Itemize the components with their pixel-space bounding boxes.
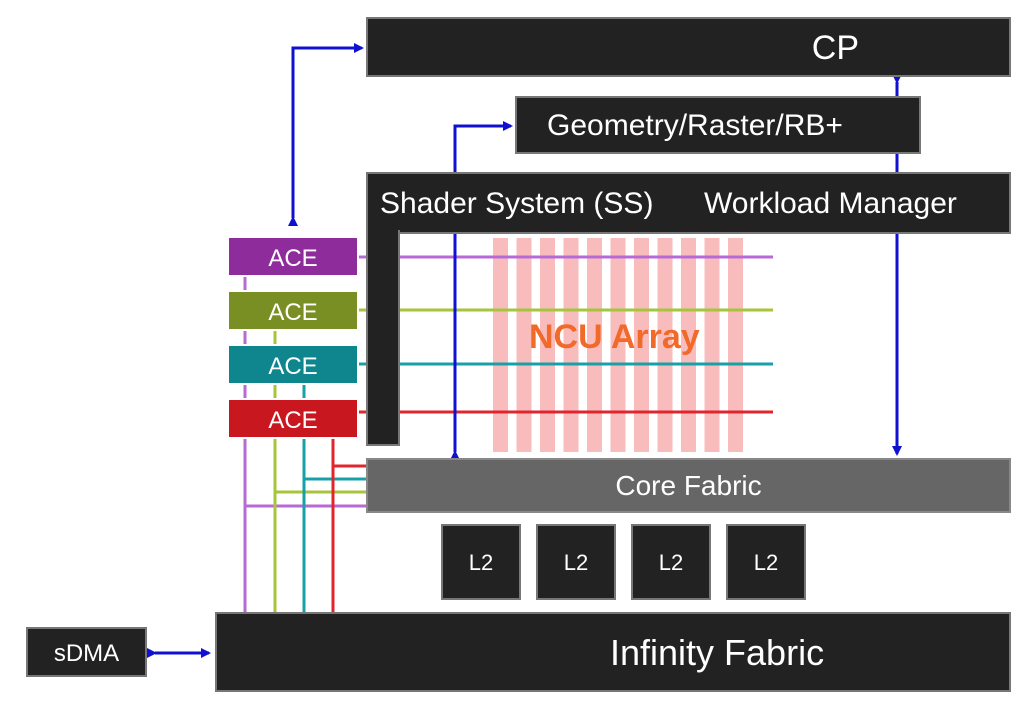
ncu-stripe: [587, 238, 602, 452]
ncu-stripe: [540, 238, 555, 452]
core-fabric-block: Core Fabric: [366, 458, 1011, 513]
ace-label: ACE: [268, 299, 318, 326]
sdma-block: sDMA: [26, 627, 147, 677]
l2-label: L2: [468, 550, 494, 575]
sdma-label: sDMA: [53, 640, 120, 667]
ace-block: ACE: [227, 344, 359, 385]
infinity-fabric-label: Infinity Fabric: [610, 632, 825, 673]
arrow-geometry-core: [450, 121, 513, 460]
ace-block: ACE: [227, 236, 359, 277]
ncu-stripe: [563, 238, 579, 452]
l2-block: L2: [441, 524, 521, 600]
ncu-array-stripes: [493, 238, 743, 452]
ncu-stripe: [728, 238, 743, 452]
ncu-array-label: NCU Array: [529, 318, 700, 356]
ace-block: ACE: [227, 398, 359, 439]
ace-block: ACE: [227, 290, 359, 331]
shader-system-header: Shader System (SS) Workload Manager: [366, 172, 1011, 234]
l2-label: L2: [563, 550, 589, 575]
ace-label: ACE: [268, 353, 318, 380]
arrow-cp-ace: [288, 43, 364, 226]
workload-manager-label: Workload Manager: [704, 187, 957, 220]
core-fabric-label: Core Fabric: [615, 470, 762, 501]
ncu-stripe: [516, 238, 532, 452]
l2-label: L2: [658, 550, 684, 575]
ncu-stripe: [634, 238, 649, 452]
ncu-stripe: [704, 238, 720, 452]
geometry-label: Geometry/Raster/RB+: [547, 109, 843, 142]
shader-system-left-bar: [366, 230, 400, 446]
geometry-block: Geometry/Raster/RB+: [515, 96, 921, 154]
ncu-stripe: [681, 238, 696, 452]
ncu-stripe: [493, 238, 508, 452]
l2-block: L2: [726, 524, 806, 600]
ace-connection-lines: [243, 255, 773, 612]
cp-label: CP: [811, 29, 859, 67]
l2-block: L2: [536, 524, 616, 600]
ace-label: ACE: [268, 245, 318, 272]
l2-block: L2: [631, 524, 711, 600]
ncu-stripe: [610, 238, 626, 452]
cp-block: CP: [366, 17, 1011, 77]
infinity-fabric-block: Infinity Fabric: [215, 612, 1011, 692]
ncu-stripe: [657, 238, 673, 452]
l2-label: L2: [753, 550, 779, 575]
ace-label: ACE: [268, 407, 318, 434]
shader-system-label: Shader System (SS): [380, 187, 654, 220]
